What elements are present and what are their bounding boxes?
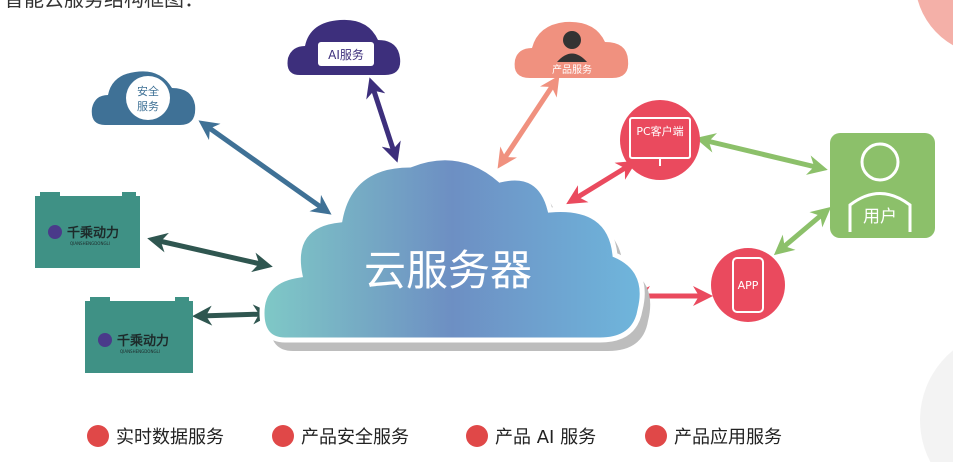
legend-item: 产品 AI 服务 xyxy=(495,427,596,448)
user-label: 用户 xyxy=(863,207,897,227)
page-title: 智能云服务结构框图： xyxy=(4,0,204,11)
security-label-1: 安全 xyxy=(137,84,159,98)
arrow-security xyxy=(198,120,332,215)
legend-dot xyxy=(645,425,667,447)
ai-label: AI服务 xyxy=(328,47,364,62)
legend-item: 产品应用服务 xyxy=(674,427,782,448)
arrow-pc-user xyxy=(695,133,828,175)
chip-icon xyxy=(318,42,374,66)
pc-client-circle xyxy=(620,100,700,180)
product-cloud-shape xyxy=(514,21,629,78)
legend: 实时数据服务 产品安全服务 产品 AI 服务 产品应用服务 xyxy=(87,425,782,448)
brand-logo-icon xyxy=(48,225,62,239)
user-icon-body xyxy=(848,192,912,232)
arrow-battery-2 xyxy=(192,304,273,326)
ai-service-cloud: AI服务 xyxy=(287,19,401,75)
headset-person-icon xyxy=(563,31,581,49)
pc-client-node: PC客户端 xyxy=(620,100,700,180)
battery-terminal xyxy=(40,192,60,197)
battery-brand-sub: QIANSHENGDONGLI xyxy=(120,349,160,354)
pc-label: PC客户端 xyxy=(636,124,683,138)
product-label: 产品服务 xyxy=(552,63,592,76)
battery-terminal xyxy=(90,297,110,302)
decorative-circle-top xyxy=(917,0,953,46)
battery-2: 千乘动力 QIANSHENGDONGLI xyxy=(85,297,193,373)
arrow-pc xyxy=(566,160,637,205)
app-circle xyxy=(711,248,785,322)
battery-brand-sub: QIANSHENGDONGLI xyxy=(70,241,110,246)
user-node: 用户 xyxy=(830,133,935,238)
legend-item: 实时数据服务 xyxy=(116,427,224,448)
battery-1: 千乘动力 QIANSHENGDONGLI xyxy=(35,192,140,268)
cloud-server-label: 云服务器 xyxy=(364,246,532,295)
security-badge xyxy=(126,76,170,120)
battery-brand: 千乘动力 xyxy=(117,333,169,349)
phone-icon xyxy=(732,257,764,313)
legend-dot xyxy=(272,425,294,447)
arrow-product xyxy=(497,75,560,169)
legend-dot xyxy=(466,425,488,447)
battery-terminal xyxy=(122,192,136,197)
legend-item: 产品安全服务 xyxy=(301,427,409,448)
app-node: APP xyxy=(711,248,785,322)
arrow-battery-1 xyxy=(147,232,273,273)
headset-person-body xyxy=(557,53,587,62)
arrow-app-user xyxy=(773,206,832,256)
arrow-ai xyxy=(366,77,401,163)
brand-logo-icon xyxy=(98,333,112,347)
cloud-server: 云服务器 xyxy=(259,155,651,351)
battery-brand: 千乘动力 xyxy=(67,225,119,241)
security-label-2: 服务 xyxy=(137,100,159,113)
app-label: APP xyxy=(738,279,759,292)
product-service-cloud: 产品服务 xyxy=(514,21,629,78)
cloud-server-shape xyxy=(259,155,645,343)
user-icon xyxy=(860,142,900,182)
legend-dot xyxy=(87,425,109,447)
security-service-cloud: 安全 服务 xyxy=(91,71,196,125)
battery-terminal xyxy=(175,297,189,302)
decorative-circle-bottom xyxy=(920,350,953,462)
